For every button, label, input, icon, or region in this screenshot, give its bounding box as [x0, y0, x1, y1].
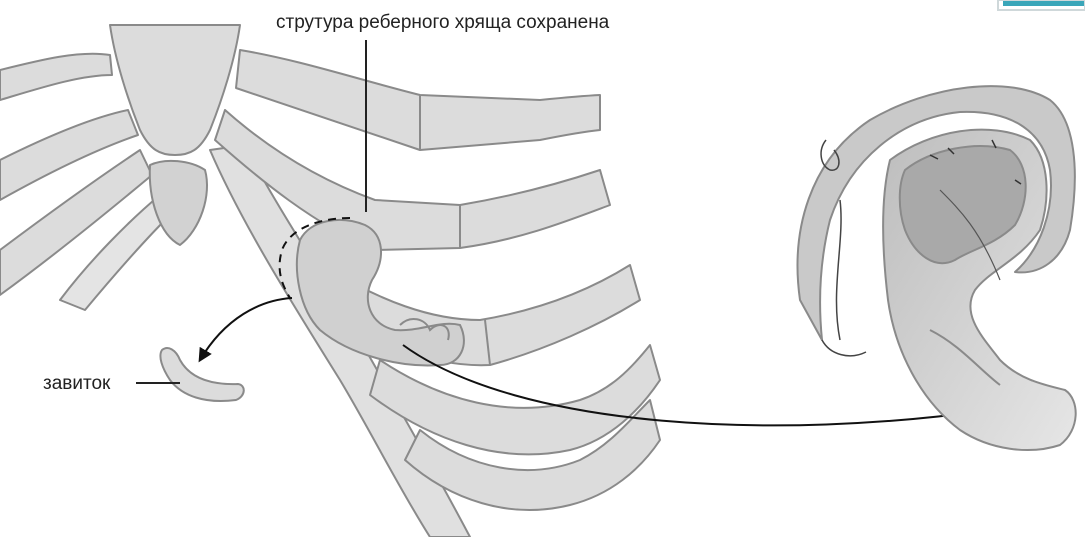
- graft-suture-2: [822, 340, 866, 356]
- cartilage-preserved-label: струтура реберного хряща сохранена: [276, 12, 609, 34]
- left-rib-1: [0, 54, 112, 100]
- ear-framework-graft: [798, 86, 1076, 450]
- curl-label: завиток: [43, 373, 110, 395]
- graft-suture-1: [836, 200, 841, 340]
- right-rib-1: [236, 50, 600, 150]
- arrow-to-curl: [200, 298, 292, 360]
- xiphoid-process: [150, 161, 207, 245]
